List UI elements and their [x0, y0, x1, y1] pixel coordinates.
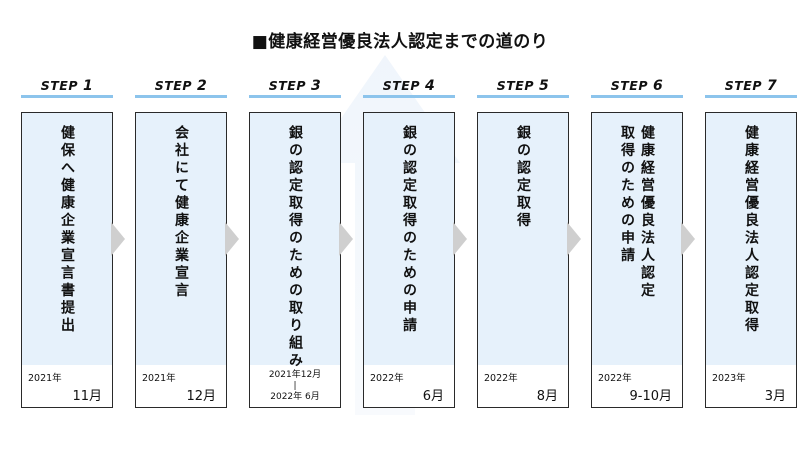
step-label: STEP — [610, 78, 648, 93]
step-description: 銀の認定取得 — [515, 125, 531, 230]
step-label: STEP — [268, 78, 306, 93]
step-number: 7 — [766, 78, 778, 94]
page-title: ■健康経営優良法人認定までの道のり — [251, 32, 549, 52]
chevron-right-icon — [681, 222, 695, 256]
step-box-fill — [478, 113, 568, 365]
step-header-7: STEP 7 — [704, 78, 798, 98]
step-description: 健康経営優良法人認定取得 — [743, 125, 759, 335]
range-end: 2022年 6月 — [270, 392, 320, 402]
step-description: 銀の認定取得のための申請 — [401, 125, 417, 335]
step-header-3: STEP 3 — [248, 78, 342, 98]
step-month: 8月 — [536, 389, 558, 404]
chevron-right-icon — [453, 222, 467, 256]
range-start: 2021年12月 — [268, 370, 322, 380]
step-month: 12月 — [186, 389, 216, 404]
step-year: 2021年 — [28, 373, 62, 384]
step-box-5: 銀の認定取得 2022年 8月 — [477, 112, 569, 408]
step-year: 2021年 — [142, 373, 176, 384]
step-number: 4 — [424, 78, 436, 94]
chevron-right-icon — [225, 222, 239, 256]
step-box-fill — [250, 113, 340, 365]
step-box-4: 銀の認定取得のための申請 2022年 6月 — [363, 112, 455, 408]
step-header-6: STEP 6 — [590, 78, 684, 98]
step-box-fill — [364, 113, 454, 365]
step-label: STEP — [40, 78, 78, 93]
step-header-1: STEP 1 — [20, 78, 114, 98]
step-year: 2022年 — [598, 373, 632, 384]
step-number: 6 — [652, 78, 664, 94]
step-header-4: STEP 4 — [362, 78, 456, 98]
step-description: 銀の認定取得のための取り組み — [287, 125, 303, 370]
step-underline — [591, 95, 683, 98]
step-number: 2 — [196, 78, 208, 94]
step-underline — [21, 95, 113, 98]
step-label: STEP — [382, 78, 420, 93]
chevron-right-icon — [111, 222, 125, 256]
step-box-1: 健保へ健康企業宣言書提出 2021年 11月 — [21, 112, 113, 408]
step-year: 2022年 — [484, 373, 518, 384]
step-header-2: STEP 2 — [134, 78, 228, 98]
step-label: STEP — [496, 78, 534, 93]
step-box-2: 会社にて健康企業宣言 2021年 12月 — [135, 112, 227, 408]
step-box-7: 健康経営優良法人認定取得 2023年 3月 — [705, 112, 797, 408]
range-separator: | — [293, 381, 297, 391]
step-number: 3 — [310, 78, 322, 94]
step-number: 1 — [82, 78, 94, 94]
step-number: 5 — [538, 78, 550, 94]
step-box-3: 銀の認定取得のための取り組み 2021年12月 | 2022年 6月 — [249, 112, 341, 408]
step-description: 会社にて健康企業宣言 — [173, 125, 189, 300]
step-box-6: 健康経営優良法人認定 取得のための申請 2022年 9-10月 — [591, 112, 683, 408]
step-month: 6月 — [422, 389, 444, 404]
step-year: 2023年 — [712, 373, 746, 384]
step-box-fill — [22, 113, 112, 365]
step-underline — [249, 95, 341, 98]
step-box-fill — [706, 113, 796, 365]
step-month: 11月 — [72, 389, 102, 404]
step-underline — [477, 95, 569, 98]
step-description-line-2: 取得のための申請 — [619, 125, 635, 265]
chevron-right-icon — [339, 222, 353, 256]
step-description: 健保へ健康企業宣言書提出 — [59, 125, 75, 335]
step-header-5: STEP 5 — [476, 78, 570, 98]
step-box-fill — [592, 113, 682, 365]
step-underline — [705, 95, 797, 98]
step-description: 健康経営優良法人認定 — [639, 125, 655, 300]
step-box-fill — [136, 113, 226, 365]
step-label: STEP — [724, 78, 762, 93]
step-month: 3月 — [764, 389, 786, 404]
step-year: 2022年 — [370, 373, 404, 384]
step-label: STEP — [154, 78, 192, 93]
step-underline — [363, 95, 455, 98]
step-underline — [135, 95, 227, 98]
chevron-right-icon — [567, 222, 581, 256]
step-month: 9-10月 — [629, 389, 672, 404]
step-date-range: 2021年12月 | 2022年 6月 — [250, 370, 340, 403]
